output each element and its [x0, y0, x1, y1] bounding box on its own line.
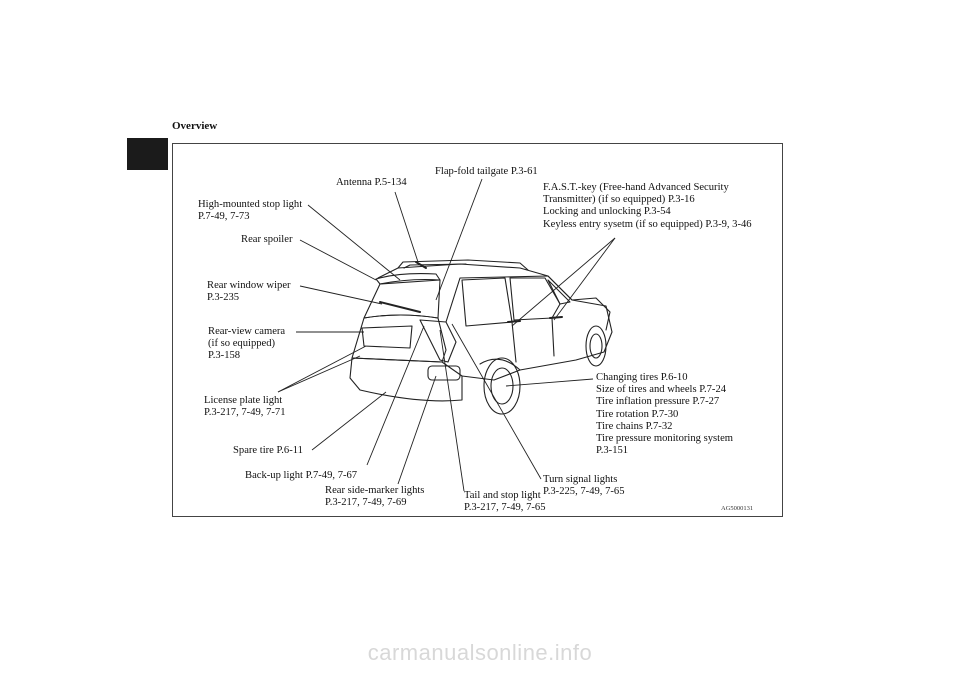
label-rear-side-marker-lights: Rear side-marker lights P.3-217, 7-49, 7… [325, 485, 425, 509]
label-spare-tire: Spare tire P.6-11 [233, 445, 303, 456]
label-rear-view-camera: Rear-view camera (if so equipped) P.3-15… [208, 326, 286, 362]
page-title: Overview [172, 120, 218, 132]
label-antenna: Antenna P.5-134 [336, 177, 407, 188]
label-changing-tires: Changing tires P.6-10 Size of tires and … [596, 372, 734, 457]
label-flap-fold-tailgate: Flap-fold tailgate P.3-61 [435, 166, 538, 177]
label-rear-spoiler: Rear spoiler [241, 234, 293, 245]
figure-panel [172, 143, 783, 517]
watermark: carmanualsonline.info [367, 640, 593, 665]
label-back-up-light: Back-up light P.7-49, 7-67 [245, 470, 358, 481]
label-turn-signal-lights: Turn signal lights P.3-225, 7-49, 7-65 [543, 474, 625, 498]
label-rear-window-wiper: Rear window wiper P.3-235 [207, 280, 291, 304]
label-fast-key: F.A.S.T.-key (Free-hand Advanced Securit… [543, 182, 752, 230]
label-license-plate-light: License plate light P.3-217, 7-49, 7-71 [204, 395, 286, 419]
section-tab-marker [127, 138, 168, 170]
figure-code: AG5000131 [721, 505, 754, 512]
label-tail-and-stop-light: Tail and stop light P.3-217, 7-49, 7-65 [464, 490, 546, 514]
label-high-mounted-stop-light: High-mounted stop light P.7-49, 7-73 [198, 199, 303, 223]
